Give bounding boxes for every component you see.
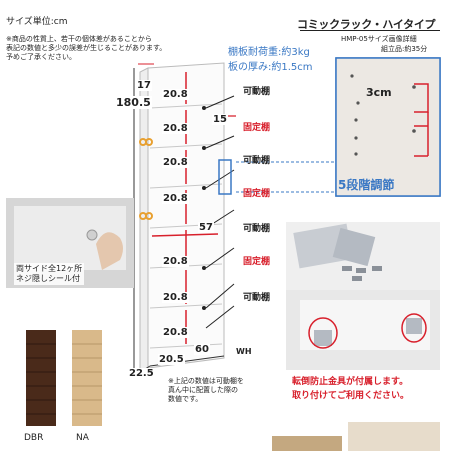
bottom-note-line: 真ん中に配置した際の	[168, 386, 238, 394]
step-pitch-label: 3cm	[366, 86, 392, 99]
side-note-line: 両サイド全12ヶ所	[16, 264, 83, 273]
disclaimer-line: 表記の数値と多少の誤差が生じることがあります。	[6, 44, 167, 52]
fixed-shelf-label: 固定棚	[243, 257, 271, 267]
fixed-shelf-label: 固定棚	[243, 189, 271, 199]
product-title: コミックラック・ハイタイプ	[297, 18, 436, 31]
bottom-note-line: ※上記の数値は可動棚を	[168, 377, 244, 385]
unit-label: サイズ単位:cm	[6, 17, 68, 27]
disclaimer-line: ※商品の性質上、若干の個体差があることから	[6, 35, 152, 43]
color-variant-thumbs	[26, 330, 102, 426]
shelf-height-label: 20.8	[162, 256, 189, 267]
product-subtitle: HMP-05サイズ画像詳細	[341, 35, 417, 43]
assembly-time: 組立品:約35分	[381, 45, 428, 53]
movable-shelf-label: 可動棚	[243, 87, 271, 97]
wh-label: WH	[236, 347, 252, 356]
load-spec: 棚板耐荷重:約3kg	[228, 47, 310, 58]
total-height-label: 180.5	[115, 96, 152, 109]
bracket-photo	[286, 222, 440, 370]
fitting-line: 取り付けてご利用ください。	[292, 391, 410, 401]
bottom-depth-label: 20.5	[158, 354, 185, 365]
variant-code: DBR	[24, 433, 44, 443]
shelf-height-label: 20.8	[162, 193, 189, 204]
inner-width-label: 57	[198, 222, 214, 233]
side-note: 両サイド全12ヶ所 ネジ隠しシール付	[14, 263, 85, 285]
depth-inner-label: 15	[212, 114, 228, 125]
bottom-note: ※上記の数値は可動棚を 真ん中に配置した際の 数値です。	[168, 377, 244, 404]
thickness-spec: 板の厚み:約1.5cm	[228, 62, 313, 73]
depth-label: 22.5	[128, 368, 155, 379]
width-label: 60	[194, 344, 210, 355]
movable-shelf-label: 可動棚	[243, 224, 271, 234]
fitting-note: 転倒防止金具が付属します。 取り付けてご利用ください。	[292, 375, 409, 403]
title-divider	[300, 30, 440, 31]
step-adjust-label: 5段階調節	[338, 178, 395, 192]
shelf-height-label: 20.8	[162, 327, 189, 338]
side-note-line: ネジ隠しシール付	[16, 274, 80, 283]
shelf-height-label: 20.8	[162, 123, 189, 134]
step-detail-panel	[335, 57, 441, 197]
variant-code: NA	[76, 433, 89, 443]
top-gap-label: 17	[136, 80, 152, 91]
shelf-height-label: 20.8	[162, 292, 189, 303]
disclaimer-line: 予めご了承ください。	[6, 53, 76, 61]
movable-shelf-label: 可動棚	[243, 293, 271, 303]
bottom-note-line: 数値です。	[168, 395, 203, 403]
fixed-shelf-label: 固定棚	[243, 123, 271, 133]
disclaimer: ※商品の性質上、若干の個体差があることから 表記の数値と多少の誤差が生じることが…	[6, 35, 166, 62]
fitting-line: 転倒防止金具が付属します。	[292, 377, 409, 387]
movable-shelf-label: 可動棚	[243, 156, 271, 166]
shelf-height-label: 20.8	[162, 157, 189, 168]
shelf-height-label: 20.8	[162, 89, 189, 100]
